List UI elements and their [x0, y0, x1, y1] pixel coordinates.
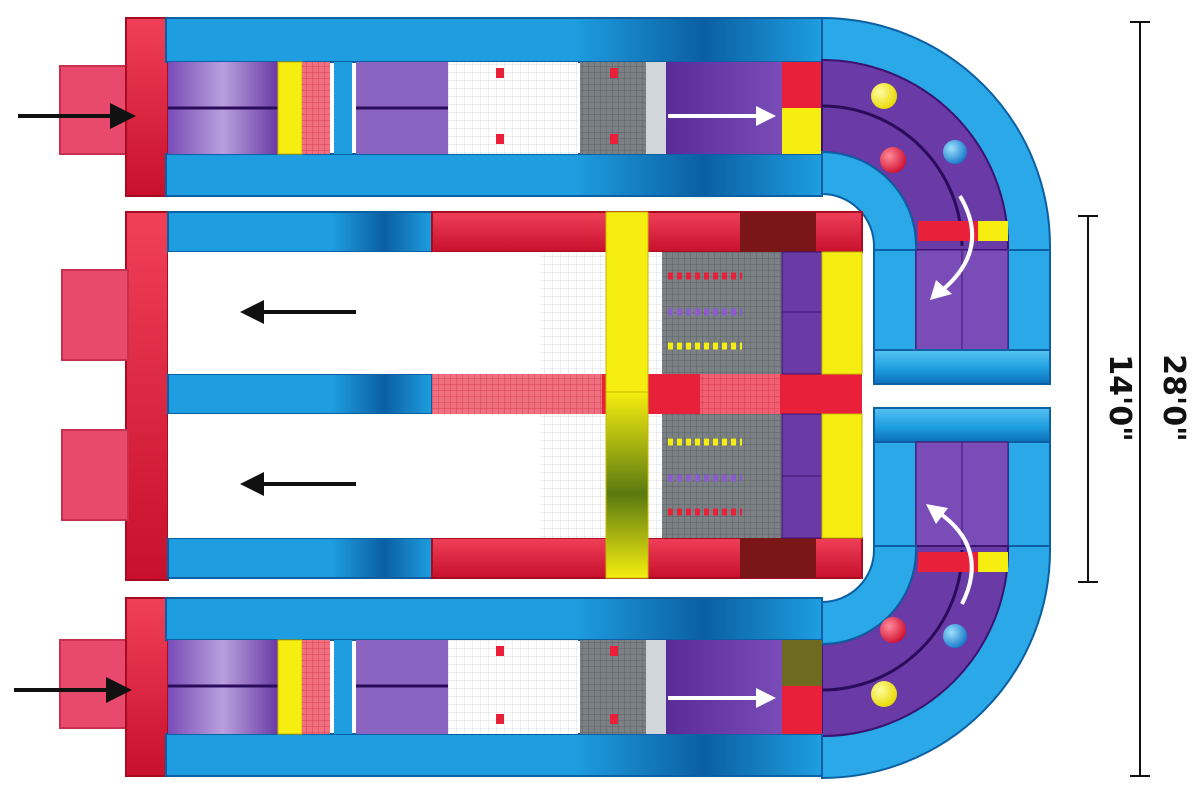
top-yellow-cube	[782, 108, 822, 154]
arrow-left-icon	[240, 472, 356, 496]
top-blue-pillar	[334, 62, 352, 154]
arrow-right-icon	[668, 106, 776, 126]
bottom-end-wall	[125, 597, 169, 777]
top-purple-slide	[666, 62, 782, 154]
dimension-outer-label: 28'0"	[1156, 354, 1191, 441]
yellow-barrier-lower	[605, 391, 649, 579]
exit-step-upper	[61, 269, 129, 361]
dimension-outer: 28'0"	[1130, 21, 1191, 777]
red-ball	[880, 147, 906, 173]
top-chute	[873, 194, 1051, 385]
dimension-inner-label: 14'0"	[1102, 354, 1137, 441]
top-yellow-bar	[277, 61, 303, 155]
curved-arrow-icon	[930, 194, 975, 300]
blue-ball	[943, 140, 967, 164]
arrow-right-icon	[668, 688, 776, 708]
bottom-lane-lower-tube	[165, 733, 823, 777]
top-red-cube	[782, 62, 822, 108]
yellow-barrier-upper	[605, 211, 649, 393]
climb-holds-upper	[668, 272, 742, 350]
curved-arrow-icon	[926, 504, 974, 605]
bottom-curve	[821, 504, 1051, 780]
top-grid-floor	[448, 62, 578, 154]
climb-holds-lower	[668, 438, 742, 516]
bottom-lane-upper-tube	[165, 597, 823, 641]
blue-ball	[943, 624, 967, 648]
exit-step-lower	[61, 429, 129, 521]
yellow-ball	[871, 681, 897, 707]
top-red-pillar	[302, 62, 330, 154]
exit-section	[61, 211, 863, 581]
yellow-ball	[871, 83, 897, 109]
top-end-wall	[125, 17, 169, 197]
yellow-bumper-upper	[821, 251, 863, 375]
bottom-lane	[59, 597, 823, 777]
red-ball	[880, 617, 906, 643]
top-lane-lower-tube	[165, 153, 823, 197]
top-lane	[59, 17, 823, 197]
exit-end-wall	[125, 211, 169, 581]
dimension-inner: 14'0"	[1078, 215, 1137, 583]
arrow-left-icon	[240, 300, 356, 324]
arrow-right-icon	[18, 103, 136, 129]
yellow-bumper-lower	[821, 413, 863, 539]
arrow-right-icon	[14, 677, 132, 703]
top-lane-upper-tube	[165, 17, 823, 63]
bottom-chute	[873, 407, 1051, 551]
